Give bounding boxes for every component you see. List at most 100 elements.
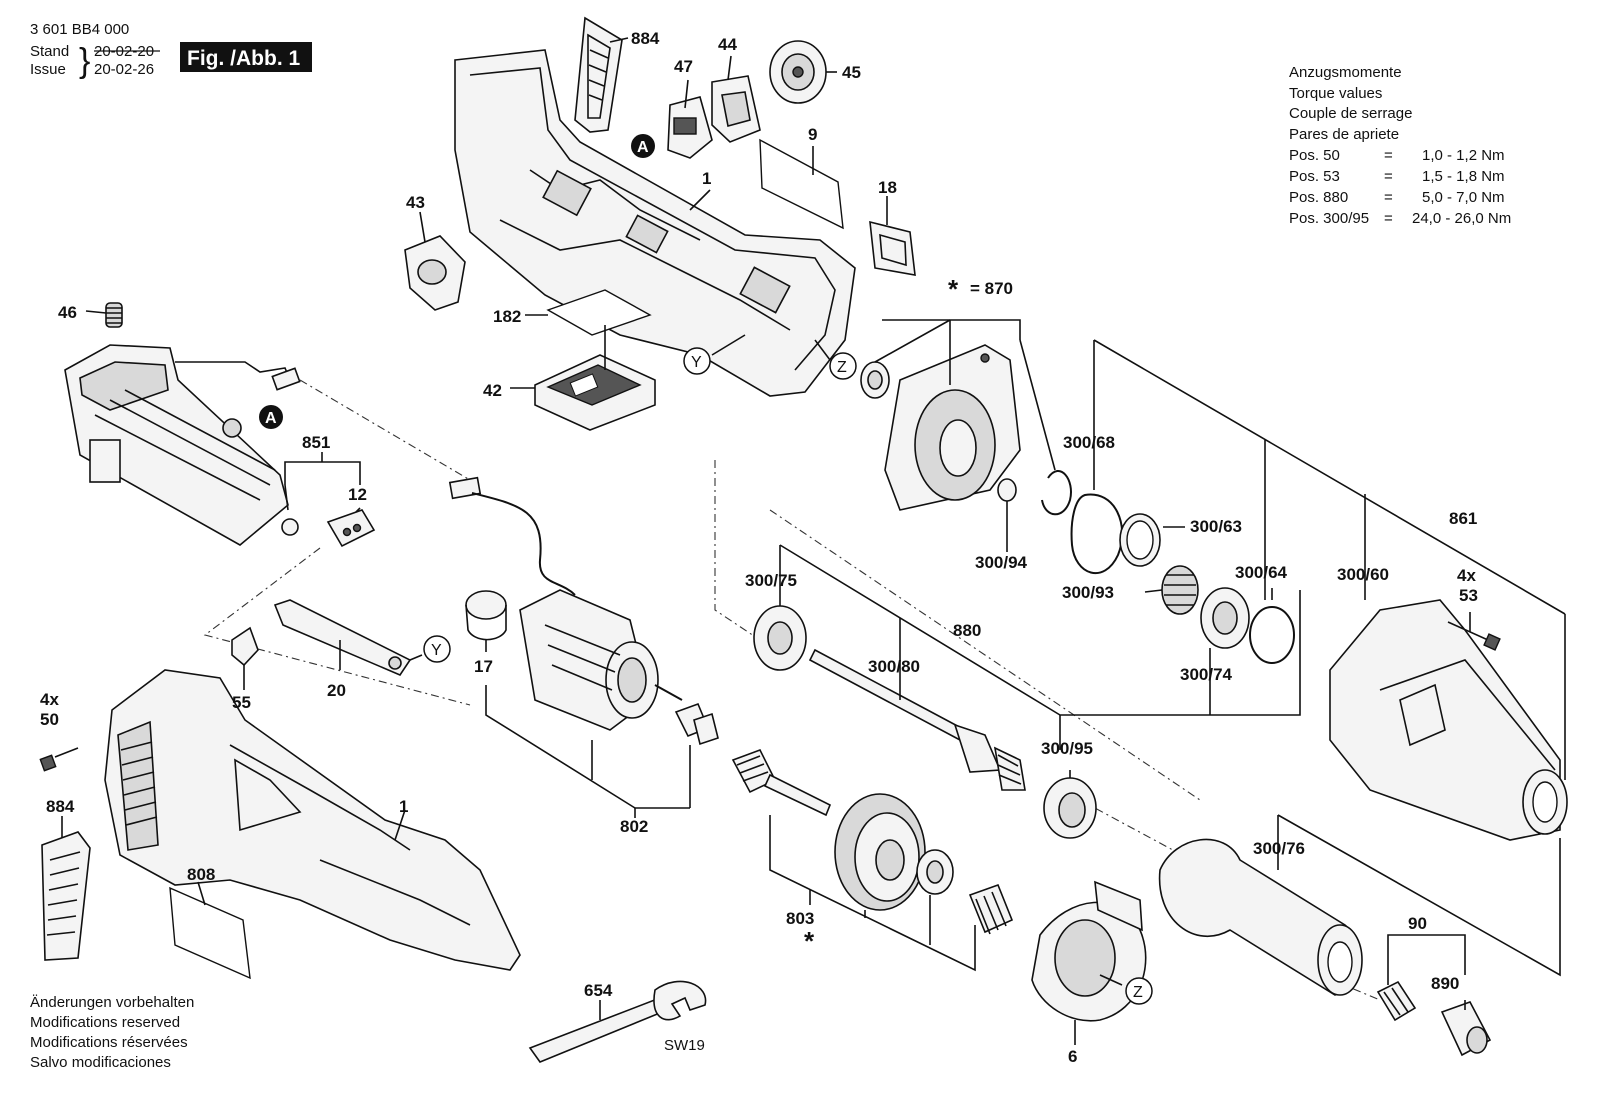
part-end-cap-43 [404, 235, 466, 311]
torque-row-eq: = [1384, 147, 1393, 164]
callout-6: 6 [1068, 1047, 1077, 1066]
vent-slats [46, 851, 81, 936]
marker-z-label: Z [1133, 984, 1143, 1001]
harness-cable [471, 492, 576, 596]
part-wrench-654 [528, 980, 707, 1063]
motor-endcap-inner [617, 657, 647, 703]
knob-center [792, 66, 804, 78]
wrench-shaft [528, 995, 674, 1063]
switch-pin [222, 418, 242, 438]
coupler-tail [693, 712, 719, 746]
torque-row-val: 1,5 - 1,8 Nm [1422, 168, 1505, 185]
leader-line [1144, 589, 1163, 593]
torque-row-eq: = [1384, 189, 1393, 206]
bracket-90 [1387, 934, 1466, 985]
grille-slats [120, 741, 158, 826]
stand-label: Stand [30, 43, 69, 60]
callout-884: 884 [631, 29, 660, 48]
part-bearing-30074 [1200, 587, 1250, 649]
star-marker: * [948, 274, 959, 304]
spindle-threads [997, 754, 1022, 785]
part-lever-55 [231, 626, 259, 680]
leader-line [85, 310, 107, 314]
marker-a-circle [259, 405, 283, 429]
part-vent-cover-top [574, 16, 623, 133]
torque-row-val: 5,0 - 7,0 Nm [1422, 189, 1505, 206]
part-screw-53 [1447, 621, 1501, 651]
issue-date: 20-02-26 [94, 61, 154, 78]
callout-300-63: 300/63 [1190, 517, 1242, 536]
part-switch-47 [667, 96, 713, 159]
callout-55: 55 [232, 693, 251, 712]
torque-title-fr: Couple de serrage [1289, 105, 1412, 122]
bracket-870 [882, 319, 1021, 340]
part-spring-46 [105, 302, 123, 328]
housing-pocket [625, 214, 669, 254]
part-housing-bottom [104, 669, 521, 971]
marker-y-circle [683, 347, 711, 375]
housing-pocket [739, 266, 791, 314]
pinion-body [1161, 565, 1199, 615]
part-screw-50 [39, 747, 79, 772]
callout-18: 18 [878, 178, 897, 197]
part-label-9 [759, 138, 844, 230]
part-o-ring-30064 [1249, 606, 1295, 664]
callout-861: 861 [1449, 509, 1477, 528]
screw-shank [54, 747, 79, 758]
part-gear-44 [711, 75, 761, 143]
cap-boss [417, 259, 447, 285]
marker-y-circle [423, 635, 451, 663]
ring-outer [465, 590, 507, 620]
callout-46: 46 [58, 303, 77, 322]
needle-rollers [975, 891, 1007, 935]
bar20-body [273, 599, 412, 676]
callout-53: 53 [1459, 586, 1478, 605]
screw-shank [1447, 621, 1489, 641]
vent-cover-shape [41, 831, 91, 961]
torque-title-es: Pares de apriete [1289, 126, 1399, 143]
leader-line [197, 881, 206, 906]
switch-knob [281, 518, 299, 536]
reference-markers: A A Y Y Z Z * * [259, 134, 1153, 1005]
part-bevel-gear [834, 793, 926, 911]
switch-rails [94, 389, 276, 501]
doc-number: 3 601 BB4 000 [30, 21, 129, 38]
callout-884-bottom: 884 [46, 797, 75, 816]
callout-50: 50 [40, 710, 59, 729]
leader-line [419, 211, 426, 243]
collet-slots [1383, 987, 1409, 1016]
fig-label: Fig. /Abb. 1 [187, 47, 300, 70]
ring-side [465, 604, 507, 641]
callout-300-76: 300/76 [1253, 839, 1305, 858]
wrench-head [653, 980, 707, 1021]
callout-44: 44 [718, 35, 737, 54]
callout-870: = 870 [970, 279, 1013, 298]
vent-slats [588, 49, 609, 101]
callout-808: 808 [187, 865, 215, 884]
torque-row-pos: Pos. 53 [1289, 168, 1340, 185]
callout-654: 654 [584, 981, 613, 1000]
callout-300-93: 300/93 [1062, 583, 1114, 602]
callout-17: 17 [474, 657, 493, 676]
callout-300-80: 300/80 [868, 657, 920, 676]
marker-z-circle [829, 352, 857, 380]
clip-body [869, 220, 916, 276]
tube-bore [1327, 941, 1353, 983]
marker-y-label: Y [431, 642, 442, 659]
callout-12: 12 [348, 485, 367, 504]
motor-shaft [654, 684, 683, 701]
callout-300-74: 300/74 [1180, 665, 1233, 684]
callout-45: 45 [842, 63, 861, 82]
callout-803: 803 [786, 909, 814, 928]
torque-values-table: Anzugsmomente Torque values Couple de se… [1289, 64, 1511, 227]
torque-row-eq: = [1384, 168, 1393, 185]
leader-line [1019, 339, 1056, 471]
housing-rim [469, 67, 836, 371]
part-coupler [674, 702, 719, 746]
dash-line [1319, 974, 1381, 1001]
callout-300-75: 300/75 [745, 571, 797, 590]
part-clip-18 [869, 220, 916, 276]
spring-coils [106, 307, 122, 324]
flange-boss [939, 419, 977, 477]
